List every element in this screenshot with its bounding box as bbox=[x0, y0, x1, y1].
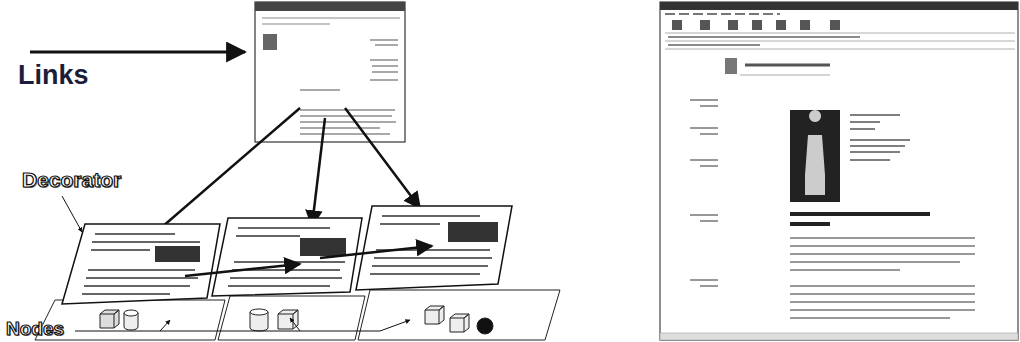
layer-label-outlined: Decorator bbox=[22, 168, 121, 192]
page-links bbox=[185, 246, 432, 276]
layer-label: Links bbox=[18, 60, 89, 91]
layer-label-outlined: Nodes bbox=[6, 318, 64, 340]
nodes-leader bbox=[75, 318, 410, 331]
browser-screenshot bbox=[660, 2, 1018, 340]
links-arrow bbox=[30, 51, 245, 54]
node-symbols bbox=[100, 306, 493, 334]
decorator-pages bbox=[62, 206, 512, 304]
browser-window bbox=[255, 2, 405, 142]
decorator-leader bbox=[62, 196, 82, 232]
